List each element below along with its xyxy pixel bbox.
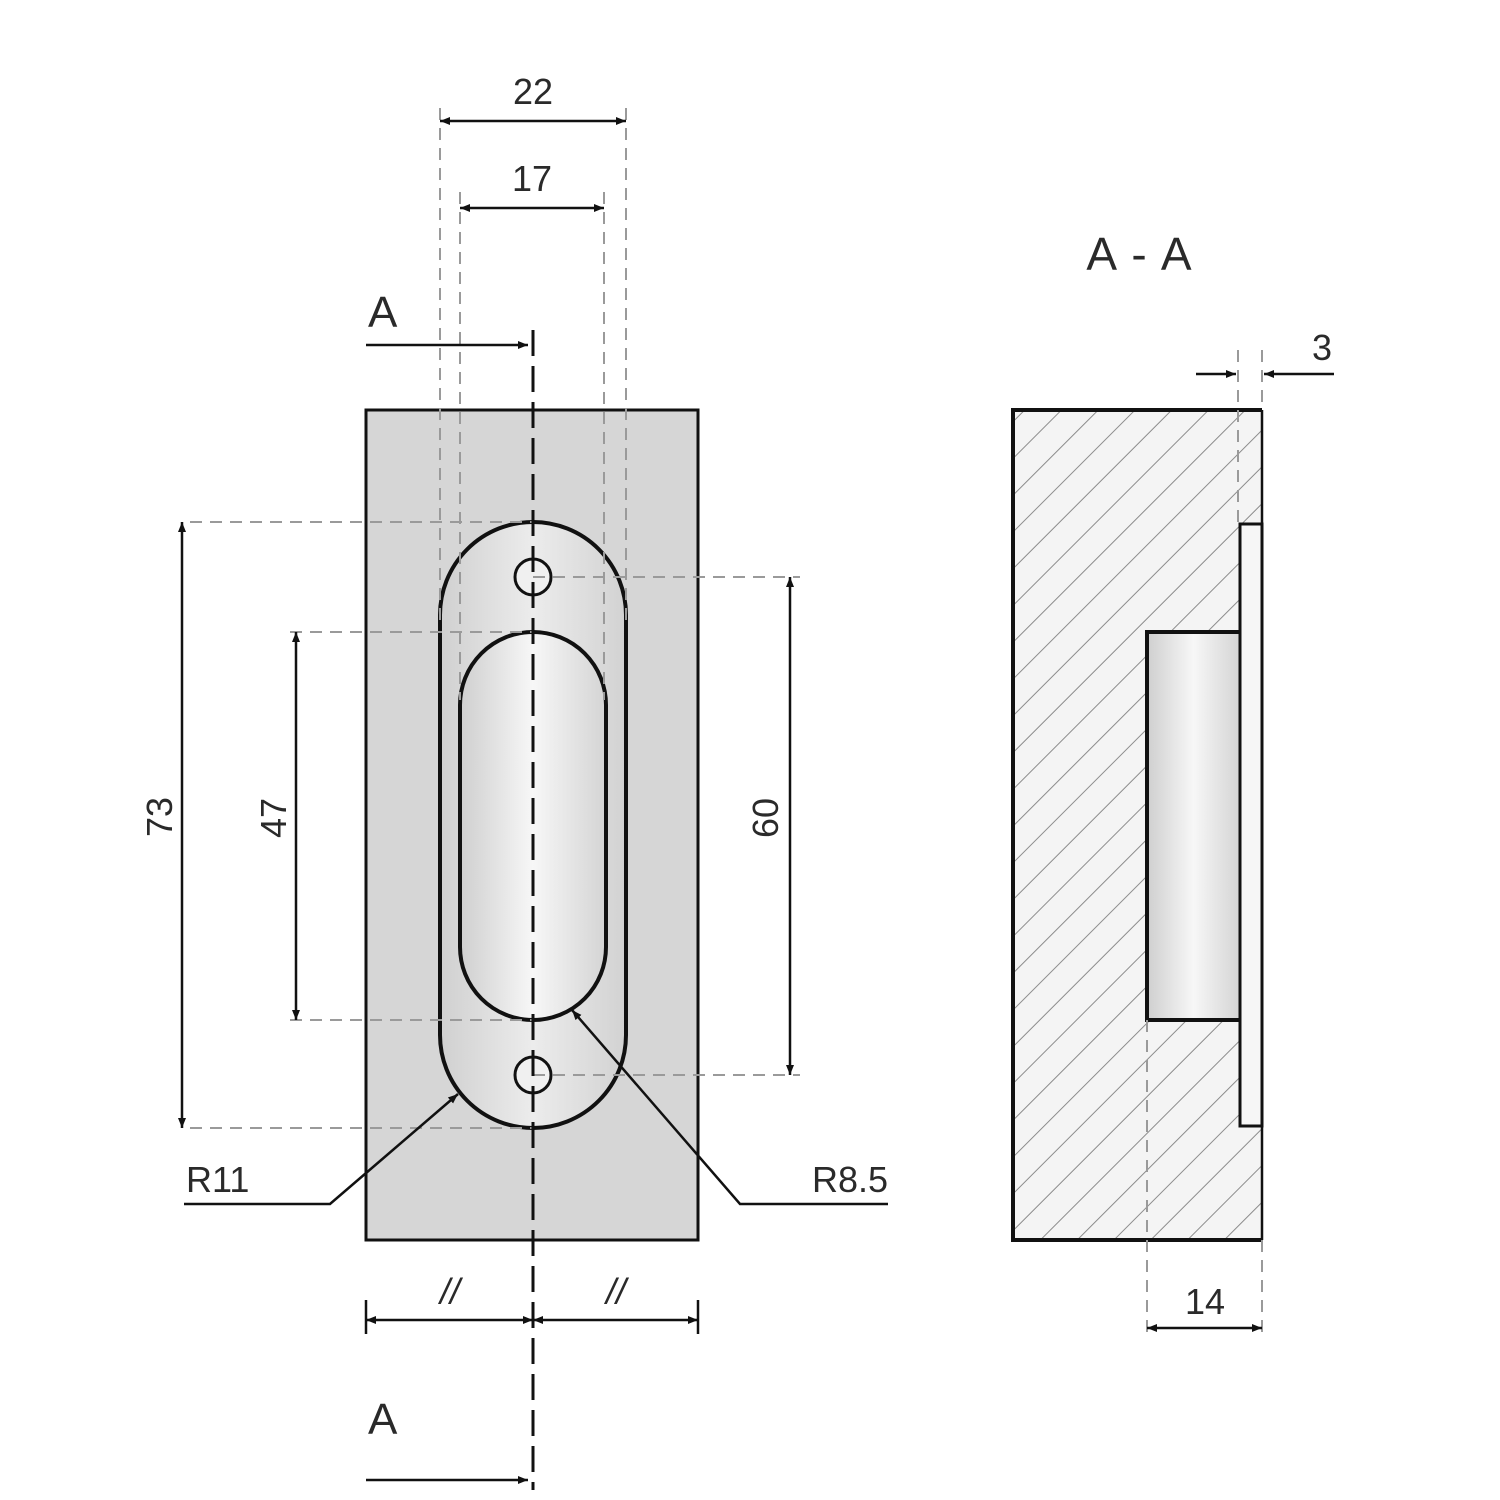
leader-line-r11	[184, 1093, 459, 1206]
section-title: A - A	[1086, 228, 1193, 280]
handle-flange-section	[1238, 522, 1264, 1128]
dimension-label-22: 22	[513, 71, 553, 112]
section-recess-cavity	[1147, 632, 1240, 1020]
recess-outline	[1145, 630, 1240, 1022]
dimension-label-3: 3	[1312, 327, 1332, 368]
dimension-label-73: 73	[139, 797, 180, 837]
equal-mark-left: //	[437, 1271, 464, 1312]
dimension-label-17: 17	[512, 158, 552, 199]
front-view: 22 17 73 47 60 R11 R8.5 // // A A	[139, 71, 888, 1490]
leader-line-r8-5	[571, 1009, 888, 1206]
panel-section-outline	[1011, 408, 1262, 1242]
section-marker-top-label: A	[368, 288, 398, 337]
equal-mark-right: //	[603, 1271, 630, 1312]
radius-label-r11: R11	[186, 1159, 249, 1200]
section-view: A - A 3 14	[1011, 228, 1334, 1338]
radius-label-r8-5: R8.5	[812, 1159, 888, 1200]
dimension-label-14: 14	[1185, 1281, 1225, 1322]
panel-section-hatch	[1013, 410, 1262, 1240]
dimension-label-60: 60	[745, 798, 786, 838]
section-marker-bottom-label: A	[368, 1395, 398, 1444]
dimension-label-47: 47	[253, 798, 294, 838]
